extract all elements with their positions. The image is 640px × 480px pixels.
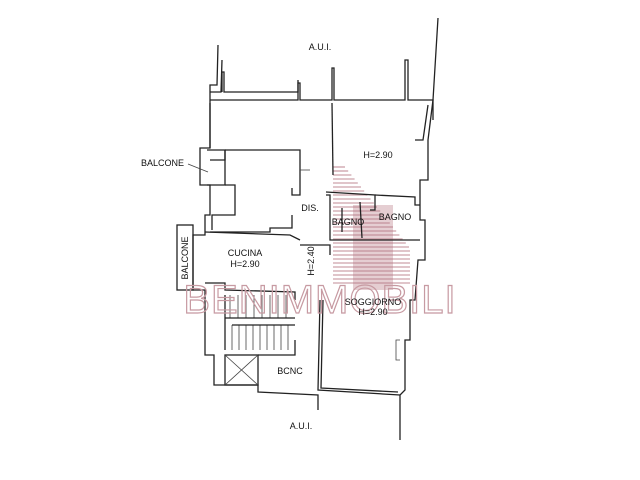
label-aui-bottom: A.U.I.	[290, 421, 313, 431]
logo-block	[353, 205, 393, 290]
watermark-text: BENIMMOBILI	[183, 278, 456, 322]
watermark-logo	[333, 166, 410, 290]
label-balcone: BALCONE	[141, 158, 184, 168]
label-soggiorno-height: H=2.90	[358, 307, 387, 317]
staircase	[224, 295, 295, 350]
label-dis: DIS.	[301, 203, 319, 213]
room-labels: A.U.I. BALCONE H=2.90 DIS. BAGNO BAGNO C…	[141, 42, 411, 431]
label-aui-top: A.U.I.	[309, 42, 332, 52]
label-bagno-1: BAGNO	[332, 217, 365, 227]
label-dis-height: H=2.40	[306, 246, 316, 275]
label-bagno-2: BAGNO	[379, 212, 412, 222]
label-height-top-room: H=2.90	[363, 150, 392, 160]
label-cucina-height: H=2.90	[230, 259, 259, 269]
label-bcnc: BCNC	[277, 366, 303, 376]
walls	[176, 17, 439, 440]
label-soggiorno: SOGGIORNO	[345, 297, 402, 307]
label-balcone-vertical: BALCONE	[180, 236, 190, 279]
label-cucina: CUCINA	[228, 248, 263, 258]
